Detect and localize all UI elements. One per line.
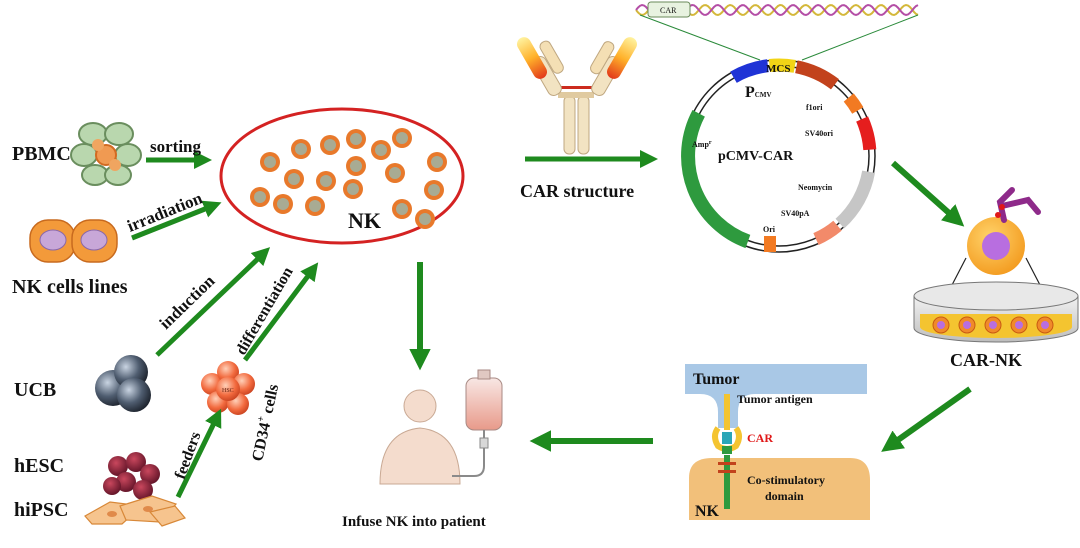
costim-label-line2: domain — [765, 489, 804, 503]
nk-cell-icon — [385, 163, 405, 183]
plasmid-ori-label: Ori — [763, 225, 776, 234]
feeders-arrow — [175, 408, 222, 499]
plasmid-amp-label: Ampr — [692, 140, 712, 149]
car-gene-label: CAR — [660, 6, 677, 15]
cd34-cells-label: CD34+ cells — [247, 382, 282, 462]
induction-arrow — [155, 247, 271, 357]
nk-cell-icon — [392, 199, 412, 219]
nk-cell-icon — [291, 139, 311, 159]
nk-cell-icon — [346, 129, 366, 149]
plasmid-mcs-label: MCS — [766, 63, 790, 75]
ucb-label: UCB — [14, 379, 56, 401]
nk-cell-icon — [260, 152, 280, 172]
nk-cell-lines-label: NK cells lines — [12, 276, 128, 298]
plasmid-name-label: pCMV-CAR — [718, 149, 794, 164]
nk-cell-icon — [273, 194, 293, 214]
plasmid-f1ori-label: f1ori — [806, 103, 823, 112]
zoom-line-left — [639, 14, 761, 61]
dish-car-nk-cell-icon — [958, 316, 976, 334]
dish-car-nk-cell-icon — [984, 316, 1002, 334]
tumor-antigen-label: Tumor antigen — [737, 392, 813, 406]
carnk-to-synapse-arrow — [881, 386, 972, 452]
irradiation-arrow — [131, 200, 222, 241]
differentiation-arrow — [243, 262, 319, 362]
sorting-label: sorting — [150, 137, 202, 156]
nk-cell-icon — [305, 196, 325, 216]
dish-car-nk-cell-icon — [932, 316, 950, 334]
hesc-colony-icon — [103, 452, 160, 500]
pbmc-label: PBMC — [12, 143, 71, 165]
patient-infusion-icon — [379, 369, 503, 485]
plasmid-map — [681, 58, 877, 253]
petri-dish-icon — [913, 281, 1079, 343]
zoom-line-right — [801, 14, 919, 61]
plasmid-sv40ori-label: SV40ori — [805, 129, 834, 138]
costim-label-line1: Co-stimulatory — [747, 473, 825, 487]
plasmid-neomycin-label: Neomycin — [798, 183, 833, 192]
dish-car-nk-cell-icon — [1036, 316, 1054, 334]
car-gene-dna-icon — [635, 1, 919, 18]
nk-pool-label: NK — [348, 208, 381, 233]
differentiation-label: differentiation — [233, 264, 297, 358]
nk-cell-icon — [415, 209, 435, 229]
nk-cell-icon — [284, 169, 304, 189]
nk-cell-icon — [371, 140, 391, 160]
pbmc-cluster-icon — [70, 122, 142, 186]
hipsc-label: hiPSC — [14, 499, 68, 521]
hsc-cluster-icon — [201, 361, 255, 415]
car-structure-label: CAR structure — [520, 181, 634, 201]
nk-cell-icon — [343, 179, 363, 199]
nk-cell-icon — [424, 180, 444, 200]
plasmid-sv40pa-label: SV40pA — [781, 209, 810, 218]
synapse-nk-label: NK — [695, 503, 720, 520]
nk-cell-icon — [346, 156, 366, 176]
car-antibody-icon — [517, 37, 637, 155]
nk-cell-icon — [320, 135, 340, 155]
plasmid-promoter-label: PCMV — [745, 84, 772, 101]
plasmid-to-carnk-arrow — [891, 160, 965, 227]
car-receptor-label: CAR — [747, 431, 773, 445]
ucb-cells-icon — [95, 355, 151, 412]
nk-cell-lines-icon — [29, 219, 118, 263]
nk-cell-group — [250, 128, 447, 229]
car-nk-cell-icon — [967, 187, 1041, 275]
nk-cell-icon — [427, 152, 447, 172]
hesc-label: hESC — [14, 455, 64, 477]
nk-cell-icon — [392, 128, 412, 148]
hsc-label: HSC — [222, 388, 234, 394]
tumor-label: Tumor — [693, 371, 740, 388]
nk-cell-icon — [316, 171, 336, 191]
immune-synapse-panel — [685, 364, 870, 520]
car-nk-label: CAR-NK — [950, 350, 1022, 370]
dish-car-nk-cell-icon — [1010, 316, 1028, 334]
feeder-cells-icon — [84, 495, 187, 527]
infuse-label: Infuse NK into patient — [342, 514, 486, 530]
nk-cell-icon — [250, 187, 270, 207]
